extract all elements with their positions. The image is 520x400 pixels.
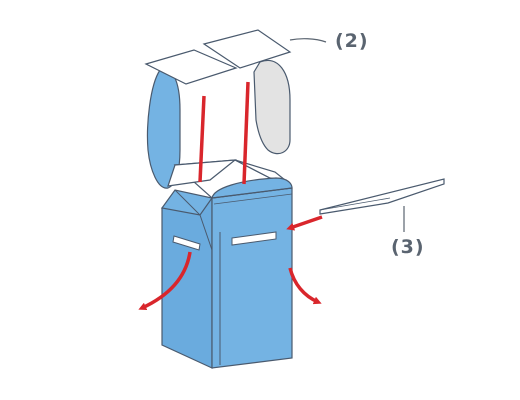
cover-sheet-left: [144, 49, 238, 85]
left-blue-flap: [146, 68, 181, 189]
box-left-face: [161, 197, 213, 369]
arrow-icon: [286, 215, 323, 231]
insert-sheet: [319, 178, 445, 215]
arrow-icon: [138, 251, 192, 310]
front-top-flap: [211, 177, 293, 199]
top-fold-front: [213, 193, 293, 205]
front-slot: [231, 231, 277, 246]
right-grey-flap: [253, 59, 291, 155]
callout-label-2: (2): [335, 30, 369, 52]
arrow-icon: [288, 267, 322, 305]
cover-sheet-right: [202, 29, 292, 69]
insert-sheet-edge: [319, 197, 391, 211]
top-edge-front: [211, 187, 293, 199]
box-front-face: [211, 187, 293, 369]
insert-line-left: [198, 95, 206, 183]
callout-label-3: (3): [391, 236, 425, 258]
insert-line-right: [242, 81, 250, 185]
left-tuck-fold: [174, 189, 213, 251]
left-slot: [172, 235, 201, 251]
leader-line-2: [289, 38, 327, 43]
